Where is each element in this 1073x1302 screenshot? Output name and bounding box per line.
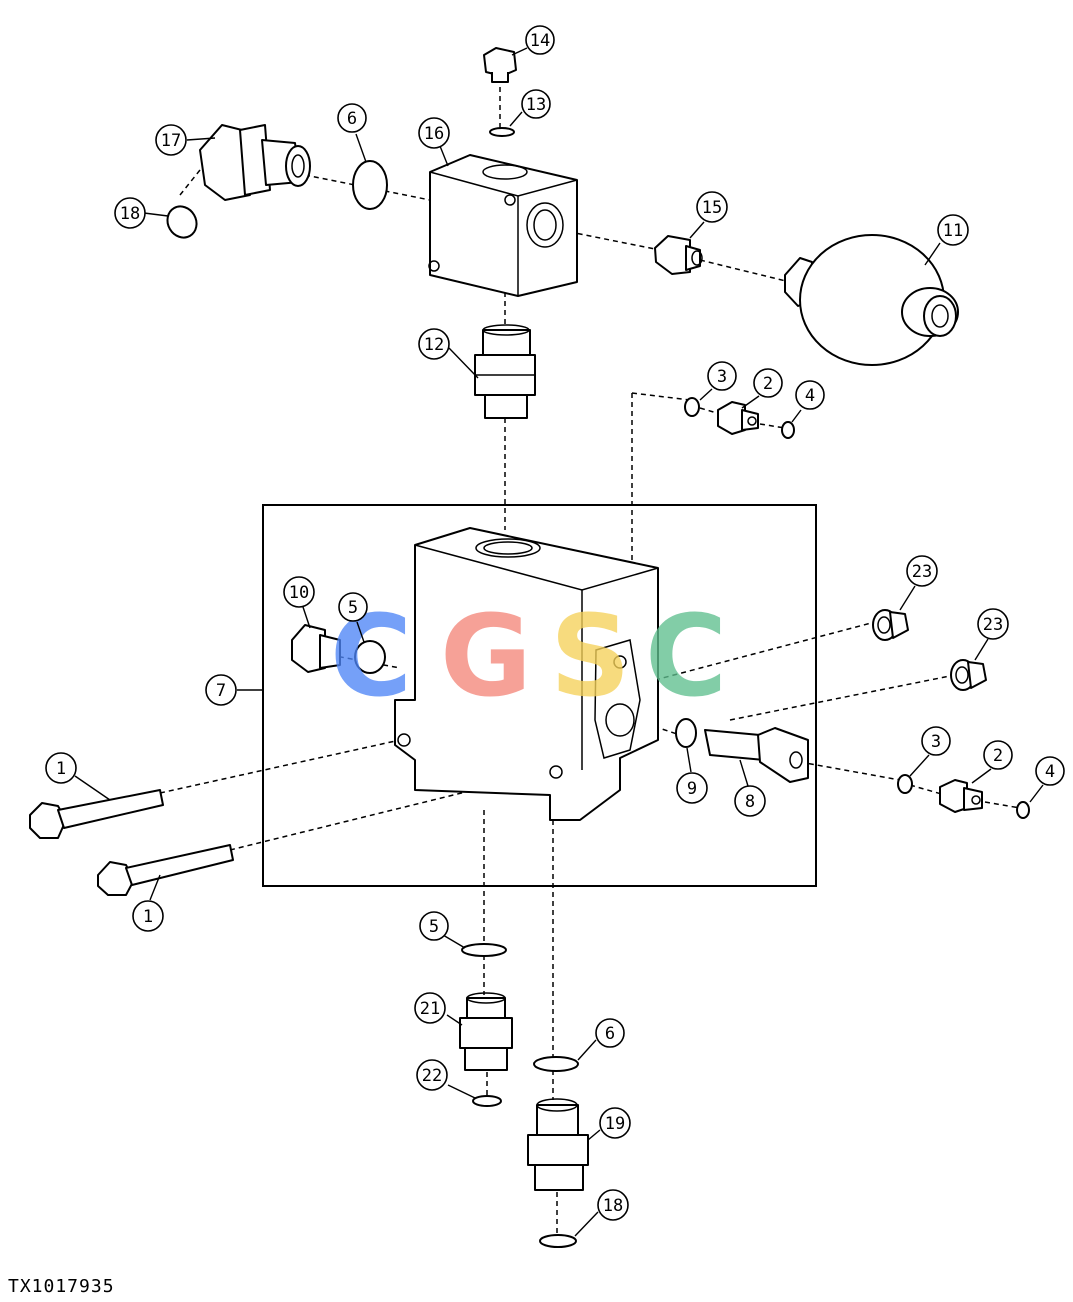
o-ring-part-4-upper [781,421,795,439]
callout-2-upper: 2 [753,368,783,398]
bolt-part-1-lower [97,844,234,896]
svg-text:5: 5 [348,598,358,618]
svg-text:15: 15 [702,198,722,218]
elbow-fitting-part-17 [199,124,311,201]
plug-part-10 [291,624,341,673]
svg-text:2: 2 [763,374,773,394]
o-ring-part-5-left [354,640,386,674]
svg-text:3: 3 [717,367,727,387]
callout-9: 9 [676,772,708,804]
callout-18-upper: 18 [114,197,146,229]
o-ring-part-5-bottom [461,943,507,957]
svg-text:14: 14 [530,31,550,51]
callout-19: 19 [599,1107,631,1139]
callout-21: 21 [414,992,446,1024]
svg-text:9: 9 [687,779,697,799]
svg-text:10: 10 [289,583,309,603]
o-ring-part-13 [489,127,515,137]
svg-text:4: 4 [1045,762,1055,782]
fitting-part-2-lower [939,779,983,813]
valve-assembly-frame [262,504,817,887]
callout-2-lower: 2 [983,740,1013,770]
o-ring-part-6-bottom [533,1056,579,1072]
svg-text:11: 11 [943,221,963,241]
callout-5-left: 5 [338,592,368,622]
adapter-part-12 [474,324,536,419]
svg-text:7: 7 [216,681,226,701]
svg-text:6: 6 [605,1024,615,1044]
plug-part-14 [483,47,517,83]
fitting-part-8 [704,727,809,783]
callout-4-upper: 4 [795,380,825,410]
svg-text:23: 23 [912,562,932,582]
callout-15: 15 [696,191,728,223]
callout-1-lower: 1 [132,900,164,932]
callout-16: 16 [418,117,450,149]
callout-11: 11 [937,214,969,246]
valve-body-part-7 [394,527,659,821]
manifold-block-part-16 [428,154,578,297]
svg-text:5: 5 [429,917,439,937]
watermark-letter-c2: C [645,592,727,722]
callout-3-upper: 3 [707,361,737,391]
callout-14: 14 [525,25,555,55]
o-ring-part-18-upper [166,205,198,239]
callout-13: 13 [521,89,551,119]
callout-6-upper: 6 [337,103,367,133]
callout-17: 17 [155,124,187,156]
callout-23-lower: 23 [977,608,1009,640]
svg-text:3: 3 [931,732,941,752]
svg-text:2: 2 [993,746,1003,766]
callout-12: 12 [418,328,450,360]
callout-3-lower: 3 [921,726,951,756]
o-ring-part-3-lower [897,774,913,794]
watermark-letter-g: G [440,592,532,722]
watermark-letter-s: S [550,592,631,722]
accumulator-part-11 [784,234,959,366]
svg-text:12: 12 [424,335,444,355]
o-ring-part-3-upper [684,397,700,417]
svg-text:17: 17 [161,131,181,151]
callout-23-upper: 23 [906,555,938,587]
adapter-part-19 [527,1098,589,1191]
svg-text:8: 8 [745,792,755,812]
plug-part-23-upper [872,609,909,641]
callout-1-upper: 1 [45,752,77,784]
watermark: C G S C [330,592,727,722]
svg-text:4: 4 [805,386,815,406]
fitting-part-2-upper [717,401,759,435]
callouts: 14 13 17 18 6 16 15 11 12 3 2 4 10 5 7 1… [45,25,1065,1237]
svg-text:16: 16 [424,124,444,144]
svg-text:1: 1 [143,907,153,927]
bolt-part-1-upper [29,789,164,839]
svg-text:21: 21 [420,999,440,1019]
callout-22: 22 [416,1059,448,1091]
svg-text:22: 22 [422,1066,442,1086]
callout-5-bottom: 5 [419,911,449,941]
svg-text:18: 18 [603,1196,623,1216]
svg-text:19: 19 [605,1114,625,1134]
adapter-part-21 [459,992,513,1071]
o-ring-part-18-bottom [539,1234,577,1248]
o-ring-part-6-upper [352,160,388,210]
svg-text:1: 1 [56,759,66,779]
callout-18-bottom: 18 [597,1189,629,1221]
callout-7: 7 [205,674,237,706]
callout-4-lower: 4 [1035,756,1065,786]
plug-part-23-lower [950,659,987,691]
callout-10: 10 [283,576,315,608]
o-ring-part-9 [675,718,697,748]
svg-text:6: 6 [347,109,357,129]
callout-6-bottom: 6 [595,1018,625,1048]
o-ring-part-22 [472,1095,502,1107]
svg-text:13: 13 [526,95,546,115]
figure-id-label: TX1017935 [8,1276,115,1297]
svg-text:23: 23 [983,615,1003,635]
svg-text:18: 18 [120,204,140,224]
o-ring-part-4-lower [1016,801,1030,819]
callout-8: 8 [734,785,766,817]
fitting-part-15 [654,235,703,275]
